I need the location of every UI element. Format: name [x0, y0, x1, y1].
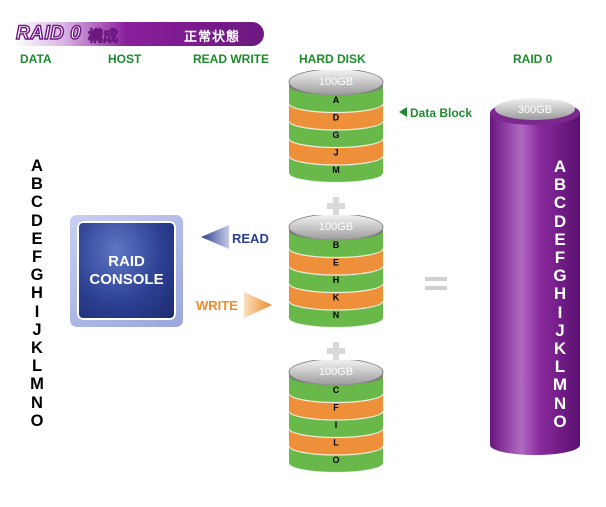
disk-block-label: J [333, 147, 338, 157]
read-label: READ [232, 231, 269, 246]
data-letter: M [30, 375, 44, 394]
data-letter: A [31, 157, 43, 175]
raid0-letter: K [553, 339, 567, 359]
data-letter: D [31, 211, 43, 230]
raid0-letter: B [553, 175, 567, 195]
title-config: 構成 [88, 27, 119, 46]
disk-block-label: D [333, 112, 340, 122]
raid0-letter: I [557, 302, 563, 322]
raid0-capacity: 300GB [518, 104, 552, 116]
data-letter: H [31, 284, 43, 303]
header-raid0: RAID 0 [513, 52, 553, 66]
write-label: WRITE [196, 298, 238, 313]
disk-block-label: H [333, 275, 340, 285]
data-letter: K [31, 339, 43, 358]
disk-block-label: C [333, 385, 340, 395]
disk-block-label: K [333, 292, 340, 302]
disk-capacity: 100GB [319, 76, 353, 88]
disk-block-label: G [332, 130, 339, 140]
data-letter: J [32, 320, 42, 339]
raid0-letter: J [555, 320, 565, 340]
data-letter: L [31, 357, 43, 376]
disk-block-label: F [333, 402, 339, 412]
disk-block-label: E [333, 257, 339, 267]
disk-block-label: L [333, 437, 339, 447]
raid-console: RAID CONSOLE [77, 221, 176, 320]
raid0-letter: C [553, 193, 567, 213]
data-letter: G [30, 266, 44, 285]
disk-block-label: I [335, 420, 338, 430]
title-banner: RAID 0 構成 正常状態 [14, 22, 264, 48]
raid0-letter: O [553, 411, 567, 431]
disk-capacity: 100GB [319, 221, 353, 233]
raid0-letter: M [552, 375, 568, 395]
title-banner-background [14, 22, 264, 46]
disk-block-label: B [333, 240, 340, 250]
data-letter: N [31, 393, 43, 412]
equals-icon [425, 277, 447, 290]
title-raid: RAID 0 [15, 22, 82, 44]
console-line-2: CONSOLE [89, 270, 164, 288]
disk-block-label: N [333, 310, 340, 320]
raid0-volume: 300GB [490, 98, 580, 455]
raid0-letter: H [553, 284, 567, 304]
data-letter: I [34, 302, 40, 321]
data-letter: O [30, 411, 44, 430]
data-letter: F [31, 248, 43, 267]
raid0-letter: D [553, 211, 567, 231]
plus-icon [327, 197, 345, 215]
raid0-letter: L [554, 357, 566, 377]
raid0-letter: F [554, 248, 566, 268]
disk-block-label: A [333, 95, 340, 105]
data-block-label: Data Block [410, 106, 473, 120]
header-data: DATA [20, 52, 52, 66]
pointer-icon [399, 107, 407, 117]
header-hard-disk: HARD DISK [299, 52, 366, 66]
data-letter: E [31, 229, 43, 248]
disk-block-label: O [332, 455, 339, 465]
read-arrow-icon [201, 225, 229, 249]
title-state: 正常状態 [184, 30, 241, 45]
raid0-letter: N [553, 393, 567, 413]
disk-capacity: 100GB [319, 366, 353, 378]
console-line-1: RAID [108, 252, 145, 270]
header-read-write: READ WRITE [193, 52, 269, 66]
write-arrow-icon [244, 292, 272, 318]
header-host: HOST [108, 52, 142, 66]
raid0-letter: E [554, 229, 566, 249]
data-letter: B [31, 175, 43, 194]
plus-icon [327, 342, 345, 360]
raid0-letter: G [553, 266, 567, 286]
disk-block-label: M [332, 165, 340, 175]
raid0-letter: A [553, 157, 567, 176]
data-letter: C [31, 193, 43, 212]
